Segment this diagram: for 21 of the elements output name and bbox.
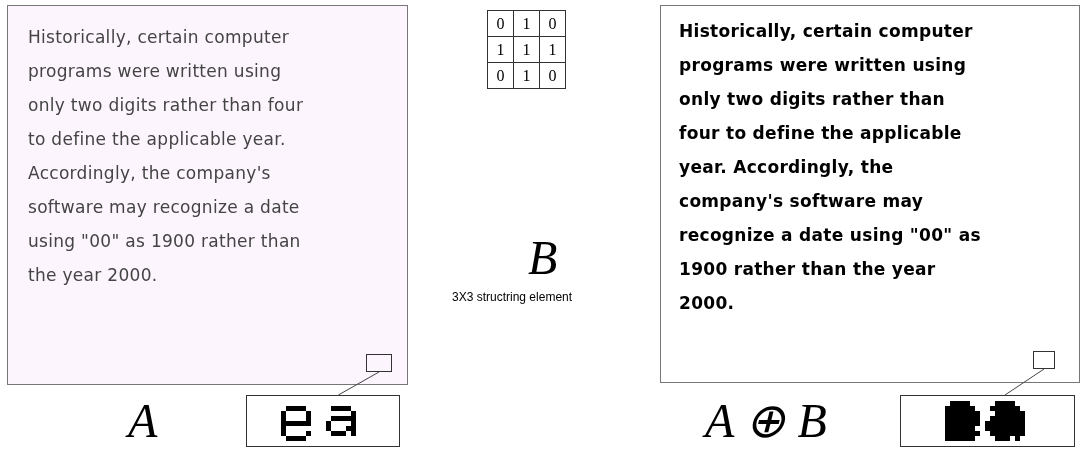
magnified-letters-picture <box>900 395 1075 447</box>
paragraph: Historically, certain computer programs were written using only two digits rather than four to define the applicable year. Accordingly, the company's software may recognize a date using "00" as 1900 rather than the year 2000. <box>679 20 982 315</box>
matrix-cell: 0 <box>539 62 566 89</box>
structuring-element-symbol: B <box>528 232 558 284</box>
matrix-cell: 0 <box>487 10 514 37</box>
text-panel <box>7 5 408 385</box>
highlight-box <box>1033 351 1055 369</box>
paragraph: Historically, certain computer programs were written using only two digits rather than four to define the applicable year. Accordingly, the company's software may recognize a date using "00" as 1900 rather than the year 2000. <box>28 26 304 287</box>
matrix-cell: 1 <box>513 36 540 63</box>
leader-line <box>337 371 380 396</box>
text-panel <box>660 5 1080 383</box>
matrix-cell: 1 <box>513 62 540 89</box>
matrix-cell: 1 <box>487 36 514 63</box>
matrix-cell: 1 <box>539 36 566 63</box>
matrix-cell: 0 <box>487 62 514 89</box>
magnified-letters-picture <box>246 395 400 447</box>
caption: 3X3 structring element <box>452 290 573 304</box>
highlight-box <box>366 354 392 372</box>
leader-line <box>1004 368 1045 396</box>
matrix-cell: 0 <box>539 10 566 37</box>
matrix-cell: 1 <box>513 10 540 37</box>
